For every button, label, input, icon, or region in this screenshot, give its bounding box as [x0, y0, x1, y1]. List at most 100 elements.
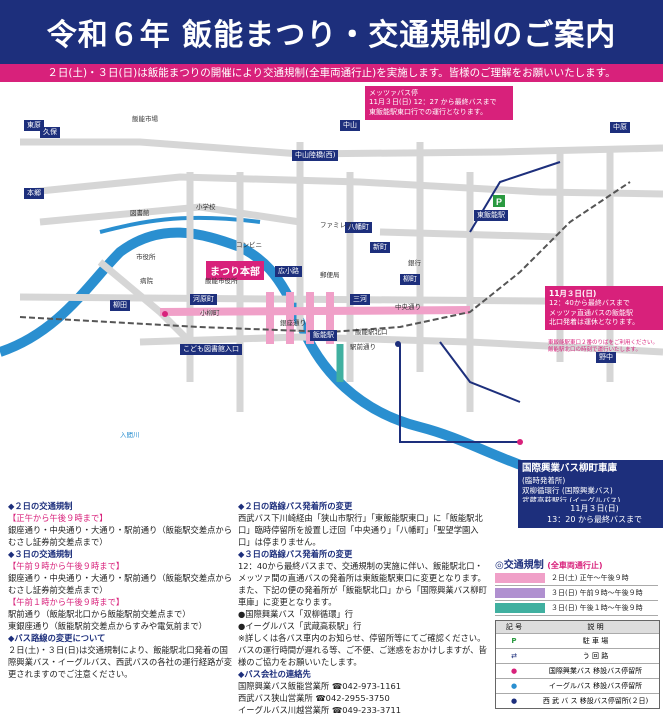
road-label: 大通り: [200, 309, 220, 317]
key-row: ⇄ う 回 路: [496, 648, 659, 663]
garage-line3-note: (イーグルバス): [569, 496, 621, 506]
contact-tel: ☎049-233-3711: [331, 705, 402, 716]
legend-row: ３日(日) 午後１時〜午後９時: [495, 601, 658, 616]
place-label: 柳田: [110, 300, 130, 311]
garage-line3: 武蔵高萩駅行: [522, 496, 567, 506]
legend-label: ３日(日) 午後１時〜午後９時: [551, 604, 643, 612]
place-label: 郵便局: [320, 271, 340, 279]
bus-stop-icon: [162, 311, 168, 317]
contact-name: イーグルバス川越営業所: [238, 705, 330, 716]
contact-name: 国際興業バス飯能営業所: [238, 681, 330, 692]
legend-swatch: [495, 573, 545, 583]
key-desc: う 回 路: [582, 652, 609, 660]
contact-name: 西武バス狭山営業所: [238, 693, 313, 704]
legend-row: ３日(日) 午前９時〜午後９時: [495, 586, 658, 601]
place-label: ファミレス: [320, 221, 353, 229]
festival-hq-label: まつり本部: [206, 261, 264, 280]
place-label: 市役所: [136, 253, 156, 261]
day3-time2: 【午前１時から午後９時まで】: [8, 597, 125, 608]
parking-icon: [493, 195, 505, 207]
garage-last-date: 11月３日(日): [570, 504, 619, 513]
place-label: 中原: [610, 122, 630, 133]
day3-bus-item1: ●国際興業バス「双柳循環」行: [238, 609, 354, 620]
place-label: 東飯能駅: [474, 210, 508, 221]
regulation-details: ◆２日の交通規制 【正午から午後９時まで】 銀座通り・中央通り・大通り・駅前通り…: [8, 500, 234, 680]
day3-notice-line2: 12：40から最終バスまで: [549, 299, 630, 308]
bus-stop-icon: ●: [510, 682, 518, 690]
detour-icon: ⇄: [511, 652, 517, 660]
place-label: 東原: [24, 120, 44, 131]
bus-change-details: ◆２日の路線バス発着所の変更 西武バス下川崎経由「狭山市駅行」「東飯能駅東口」に…: [238, 500, 488, 716]
road-label: 飯能駅北口: [355, 328, 388, 336]
place-label: 本郷: [24, 188, 44, 199]
route-change-body: ２日(土)・３日(日)は交通規制により、飯能駅北口発着の国際興業バス・イーグルバ…: [8, 645, 233, 680]
place-label: 図書館: [130, 209, 150, 217]
day3-bus-heading: ◆３日の路線バス発着所の変更: [238, 549, 353, 560]
place-label: 新町: [370, 242, 390, 253]
place-label: 小柳町: [200, 309, 220, 317]
parking-icon: P: [511, 637, 517, 645]
place-label: 河原町: [190, 294, 217, 305]
key-desc: 駐 車 場: [582, 637, 609, 645]
legend-title: ◎交通規制: [495, 560, 544, 571]
day3-notice-line4: 北口発着は運休となります。: [549, 318, 640, 326]
notice-banner: ２日(土)・３日(日)は飯能まつりの開催により交通規制(全車両通行止)を実施しま…: [0, 64, 663, 82]
day3-bus-note: ※詳しくは各バス車内のお知らせ、停留所等にてご確認ください。バスの運行時間が遅れ…: [238, 633, 487, 668]
day2-roads: 銀座通り・中央通り・大通り・駅前通り（飯能駅交差点からむさし証券前交差点まで）: [8, 525, 233, 548]
legend-label: ２日(土) 正午〜午後９時: [551, 574, 629, 582]
day3-bus-item2: ●イーグルバス「武蔵高萩駅」行: [238, 621, 362, 632]
place-label: 中山陸橋(西): [292, 150, 339, 161]
place-label: 野中: [596, 352, 616, 363]
contact-row: 国際興業バス飯能営業所 ☎042-973-1161: [238, 680, 488, 692]
contact-tel: ☎042-2955-3750: [315, 693, 390, 704]
bus-stop-notice-line2: 東飯能駅東口行での運行となります。: [369, 107, 488, 116]
garage-last-bus: 11月３日(日) 13：20 から最終バスまで: [518, 502, 663, 528]
key-desc: 国際興業バス 移設バス停留所: [548, 667, 643, 675]
bus-stop-icon: ●: [510, 667, 518, 675]
place-label: 広小路: [275, 266, 302, 277]
day3-roads2b: 東銀座通り（飯能駅前交差点からすみや電気前まで）: [8, 621, 207, 632]
legend-row: ２日(土) 正午〜午後９時: [495, 571, 658, 586]
place-label: 中山: [340, 120, 360, 131]
side-river: [99, 215, 261, 234]
key-row: ● イーグルバス 移設バス停留所: [496, 678, 659, 693]
key-desc: イーグルバス 移設バス停留所: [548, 682, 643, 690]
key-desc: 西 武 バ ス 移設バス停留所(２日): [542, 697, 649, 705]
garage-sub: (臨時発着所): [522, 475, 566, 485]
contact-tel: ☎042-973-1161: [331, 681, 402, 692]
place-label: 柳町: [400, 274, 420, 285]
railway: [19, 181, 631, 334]
place-label: こども図書館入口: [180, 344, 242, 355]
bus-stop-icon: [517, 439, 523, 445]
place-label: 久保: [40, 127, 60, 138]
place-label: 小学校: [196, 203, 216, 211]
road-label: 中央通り: [395, 303, 421, 311]
day3-notice-line3: メッツァ直通バスの飯能駅: [549, 308, 633, 317]
bus-stop-notice-line1: 11月３日(日) 12：27 から最終バスまで: [369, 98, 497, 107]
day3-heading: ◆３日の交通規制: [8, 549, 73, 560]
page-title: 令和６年 飯能まつり・交通規制のご案内: [0, 0, 663, 64]
contact-row: イーグルバス川越営業所 ☎049-233-3711: [238, 704, 488, 716]
garage-last-time: 13：20 から最終バスまで: [547, 514, 642, 524]
garage-line2-note: (国際興業バス): [561, 485, 613, 495]
key-header-symbol: 記 号: [505, 623, 523, 631]
place-label: コンビニ: [236, 241, 262, 249]
day3-small-note: 東飯能駅東口２番のりばをご利用ください。飯能駅北口の時刻で運行いたします。: [548, 340, 659, 353]
place-label: 飯能市場: [132, 115, 158, 123]
garage-line2: 双柳循環行: [522, 485, 560, 495]
day3-time1: 【午前９時から午後９時まで】: [8, 561, 125, 572]
place-label: 飯能市役所: [205, 277, 238, 285]
road-label: 銀座通り: [280, 319, 306, 327]
day2-time: 【正午から午後９時まで】: [8, 513, 108, 524]
day2-heading: ◆２日の交通規制: [8, 501, 73, 511]
key-row: ● 国際興業バス 移設バス停留所: [496, 663, 659, 678]
river-label: 入間川: [120, 431, 140, 439]
traffic-map: P メッツァバス停 11月３日(日) 12：27 から最終バスまで 東飯能駅東口…: [0, 82, 663, 528]
place-label: 銀行: [408, 259, 421, 267]
contacts-heading: ◆バス会社の連絡先: [238, 669, 311, 680]
bus-stop-icon: ●: [510, 697, 518, 705]
bus-stop-icon: [395, 341, 401, 347]
day2-bus-body: 西武バス下川崎経由「狭山市駅行」「東飯能駅東口」に「飯能駅北口」臨時停留所を設置…: [238, 513, 483, 548]
garage-temporary-stop: 国際興業バス柳町車庫 (臨時発着所) 双柳循環行 (国際興業バス) 武蔵高萩駅行…: [518, 460, 663, 510]
